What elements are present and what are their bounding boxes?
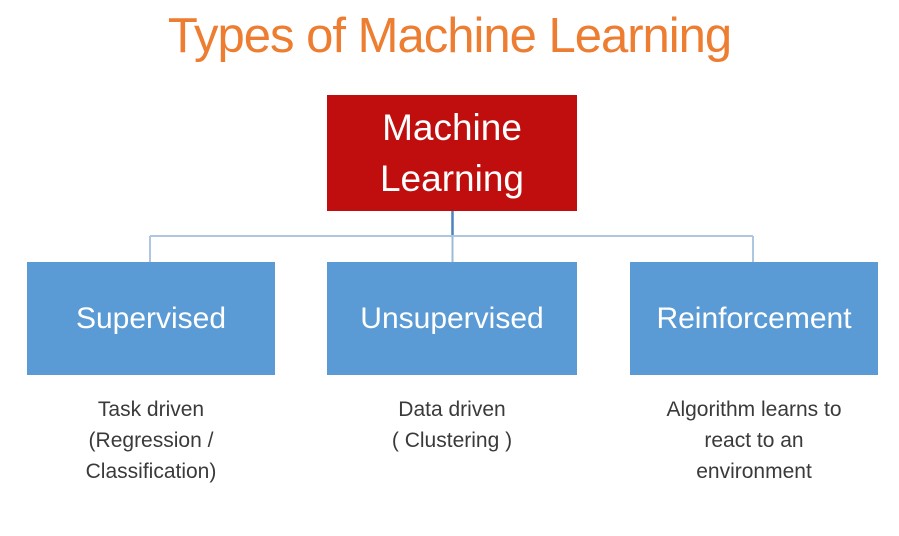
root-node-machine-learning: Machine Learning [327, 95, 577, 211]
root-node-label: Machine Learning [379, 107, 524, 199]
description-line: (Regression / [88, 429, 214, 452]
branch-node-unsupervised: Unsupervised [327, 262, 577, 375]
description-line: Task driven [97, 398, 205, 421]
branch-node-label: Reinforcement [656, 301, 852, 335]
description-line: environment [696, 460, 812, 483]
branch-node-supervised: Supervised [27, 262, 275, 375]
description-line: ( Clustering ) [391, 429, 513, 452]
description-line: Algorithm learns to [666, 398, 842, 421]
branch-node-reinforcement: Reinforcement [630, 262, 878, 375]
description-line: Data driven [398, 398, 506, 421]
branch-description-unsupervised: Data driven ( Clustering ) [319, 394, 585, 456]
branch-node-label: Unsupervised [360, 301, 544, 335]
branch-description-supervised: Task driven (Regression / Classification… [18, 394, 284, 487]
slide-title: Types of Machine Learning [167, 9, 732, 63]
description-line: react to an [704, 429, 804, 452]
branch-description-reinforcement: Algorithm learns to react to an environm… [621, 394, 887, 487]
branch-node-label: Supervised [75, 301, 227, 335]
description-line: Classification) [85, 460, 217, 483]
